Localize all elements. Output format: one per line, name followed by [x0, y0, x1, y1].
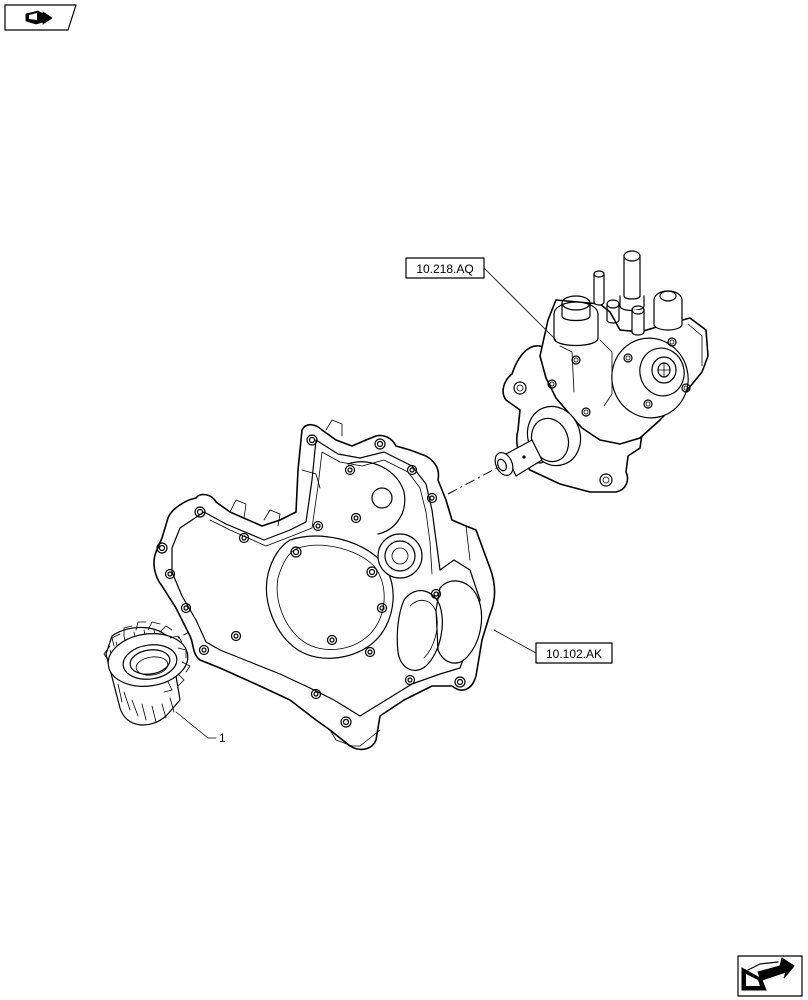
callout-item-1[interactable]: 1	[175, 711, 226, 745]
timing-cover	[153, 419, 496, 751]
next-page-arrow-icon[interactable]	[737, 955, 803, 997]
injection-pump	[494, 250, 709, 493]
callout-10-102-ak[interactable]: 10.102.AK	[493, 629, 613, 664]
callout-label-gear: 1	[219, 731, 226, 745]
callout-10-218-aq[interactable]: 10.218.AQ	[405, 257, 557, 341]
gear	[103, 621, 191, 726]
callout-label-cover: 10.102.AK	[546, 647, 602, 661]
page-flag-icon[interactable]	[4, 4, 77, 31]
callout-label-pump: 10.218.AQ	[416, 262, 473, 276]
